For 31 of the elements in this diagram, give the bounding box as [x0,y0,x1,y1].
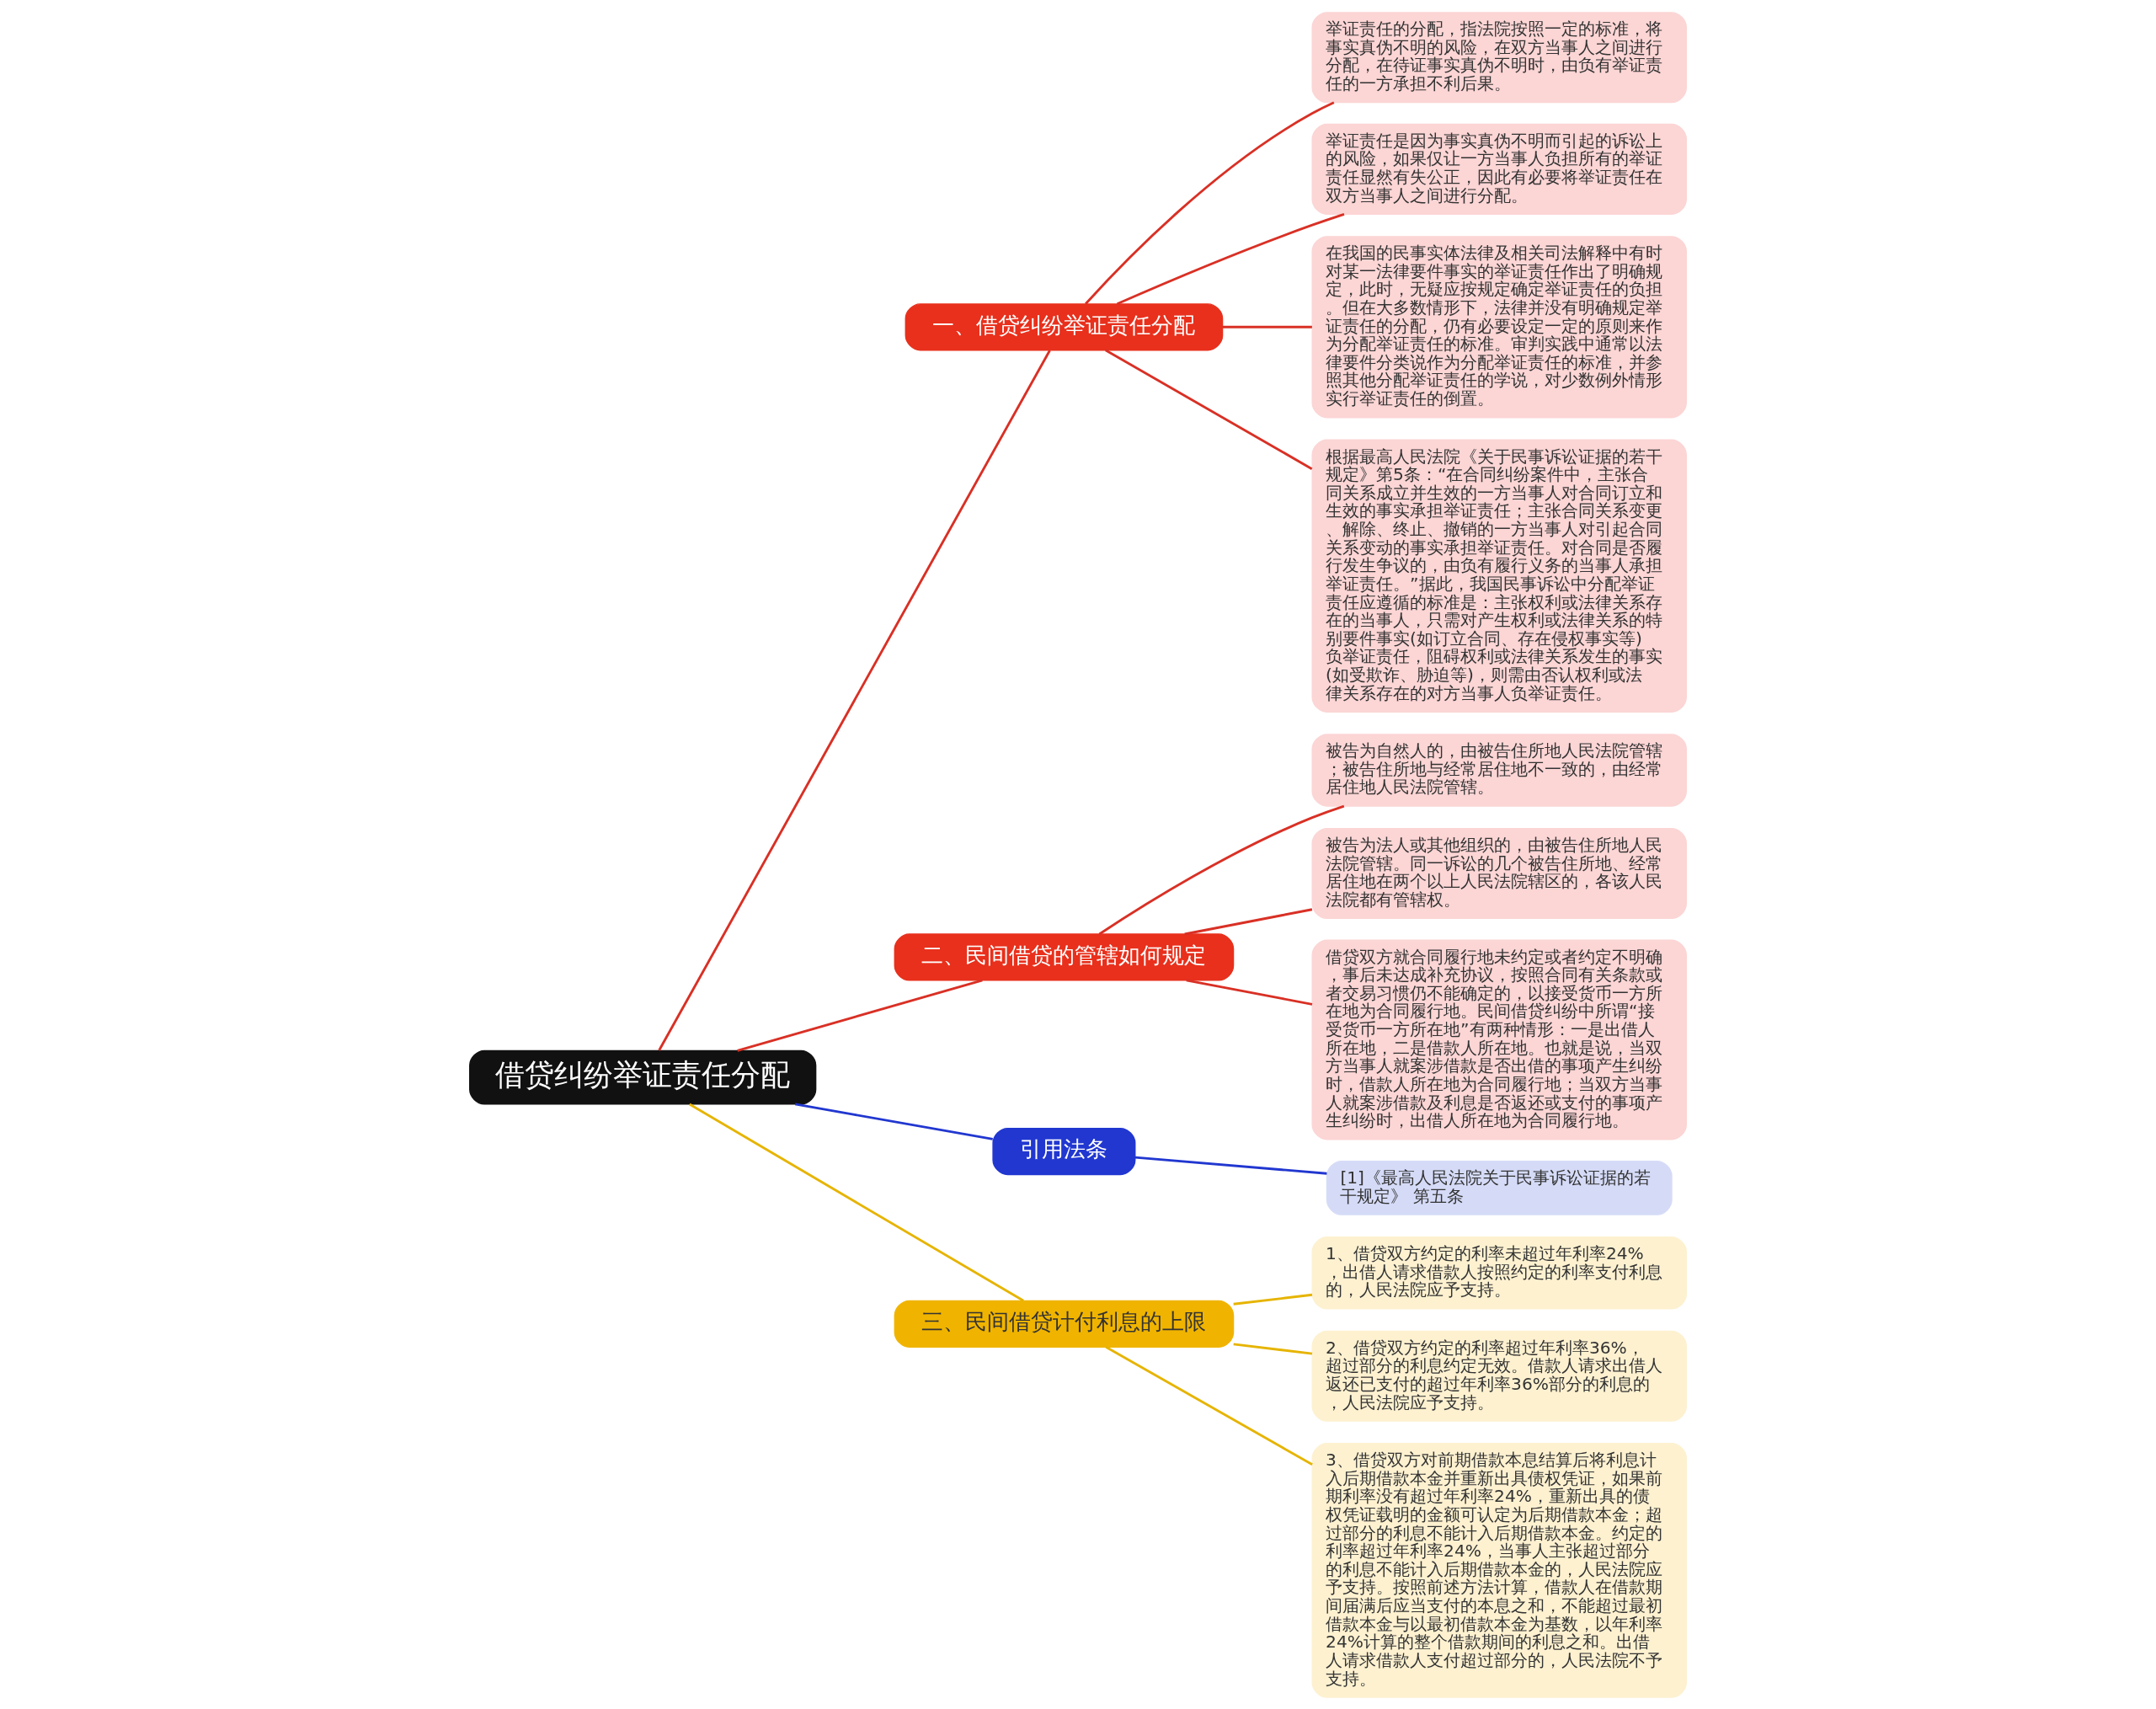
connector [1116,212,1345,305]
node-box: 一、借贷纠纷举证责任分配 [905,302,1224,350]
node-box: 二、民间借贷的管辖如何规定 [894,932,1235,981]
connector [1085,100,1335,305]
connector [737,979,983,1052]
connector [1105,1345,1313,1466]
node-box: 举证责任是因为事实真伪不明而引起的诉讼上的风险，如果仅让一方当事人负担所有的举证责任显然有失公正，因此有必要将举证责任在双方当事人之间进行分配。 [1311,123,1687,215]
connector [1222,325,1312,328]
connector [689,1103,1024,1302]
node-box: 根据最高人民法院《关于民事诉讼证据的若干规定》第5条：“在合同纠纷案件中，主张合同关系成立并生效的一方当事人对合同订立和生效的事实承担举证责任；主张合同关系变更、解除、终止、撤销的一方当事人对引起合同关系变动的事实承担举证责任。对合同是否履行发生争议的，由负有履行义务的当事人承担举证责任。”据此，我国民事诉讼中分配举证责任应遵循的标准是：主张权利或法律关系存在的当事人，只需对产生权利或法律关系的特别要件事实(如订立合同、存在侵权事实等)负举证责任，阻碍权利或法律关系发生的事实(如受欺诈、胁迫等)，则需由否认权利或法律关系存在的对方当事人负举证责任。 [1311,439,1687,713]
connector [1233,1293,1313,1306]
node-box: 在我国的民事实体法律及相关司法解释中有时对某一法律要件事实的举证责任作出了明确规定，此时，无疑应按规定确定举证责任的负担。但在大多数情形下，法律并没有明确规定举证责任的分配，仍有必要设定一定的原则来作为分配举证责任的标准。审判实践中通常以法律要件分类说作为分配举证责任的标准，并参照其他分配举证责任的学说，对少数例外情形实行举证责任的倒置。 [1311,235,1687,418]
node-box: 2、借贷双方约定的利率超过年利率36%，超过部分的利息约定无效。借款人请求出借人返还已支付的超过年利率36%部分的利息的，人民法院应予支持。 [1311,1330,1687,1422]
connector [658,349,1051,1051]
node-box: 1、借贷双方约定的利率未超过年利率24%，出借人请求借款人按照约定的利率支付利息的，人民法院应予支持。 [1311,1236,1687,1309]
node-box: 被告为自然人的，由被告住所地人民法院管辖；被告住所地与经常居住地不一致的，由经常居住地人民法院管辖。 [1311,733,1687,807]
node-box: 引用法条 [992,1127,1136,1175]
connector [1186,978,1313,1006]
node-box: 借贷双方就合同履行地未约定或者约定不明确，事后未达成补充协议，按照合同有关条款或者交易习惯仍不能确定的，以接受货币一方所在地为合同履行地。民间借贷纠纷中所谓“接受货币一方所在地”有两种情形：一是出借人所在地，二是借款人所在地。也就是说，当双方当事人就案涉借款是否出借的事项产生纠纷时，借款人所在地为合同履行地；当双方当事人就案涉借款及利息是否返还或支付的事项产生纠纷时，出借人所在地为合同履行地。 [1311,939,1687,1140]
node-box: 3、借贷双方对前期借款本息结算后将利息计入后期借款本金并重新出具债权凭证，如果前期利率没有超过年利率24%，重新出具的债权凭证载明的金额可认定为后期借款本金；超过部分的利息不能计入后期借款本金。约定的利率超过年利率24%，当事人主张超过部分的利息不能计入后期借款本金的，人民法院应予支持。按照前述方法计算，借款人在借款期间届满后应当支付的本息之和，不能超过最初借款本金与以最初借款本金为基数，以年利率24%计算的整个借款期间的利息之和。出借人请求借款人支付超过部分的，人民法院不予支持。 [1311,1442,1687,1698]
connector [794,1103,993,1140]
connector [1134,1156,1327,1175]
node-box: 三、民间借贷计付利息的上限 [894,1300,1235,1348]
node-box: 举证责任的分配，指法院按照一定的标准，将事实真伪不明的风险，在双方当事人之间进行分配，在待证事实真伪不明时，由负有举证责任的一方承担不利后果。 [1311,11,1687,103]
connector [1098,804,1345,935]
connector [1184,907,1313,935]
node-box: [1]《最高人民法院关于民事诉讼证据的若干规定》 第五条 [1326,1160,1673,1215]
node-box: 借贷纠纷举证责任分配 [469,1049,817,1105]
node-box: 被告为法人或其他组织的，由被告住所地人民法院管辖。同一诉讼的几个被告住所地、经常居住地在两个以上人民法院辖区的，各该人民法院都有管辖权。 [1311,827,1687,919]
connector [1233,1343,1313,1355]
connector [1105,349,1313,470]
